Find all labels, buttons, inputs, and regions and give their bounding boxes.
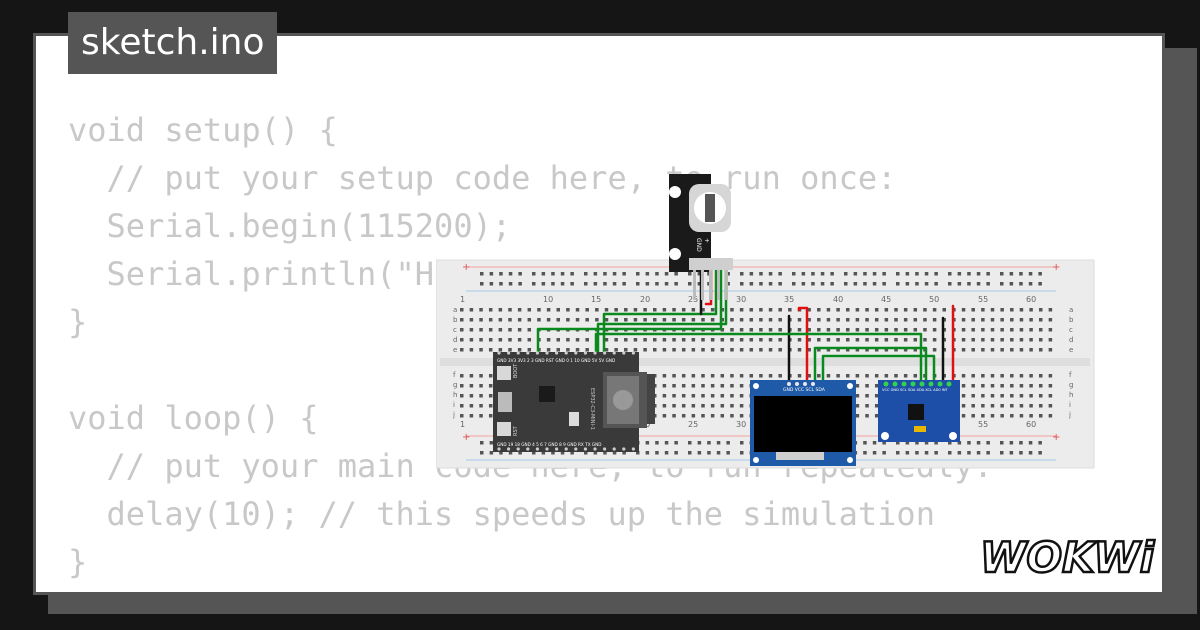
column-number: 55: [978, 420, 988, 429]
column-number: 30: [736, 295, 746, 304]
row-letter: e: [453, 346, 457, 354]
column-number: 55: [978, 295, 988, 304]
code-line: }: [68, 543, 88, 581]
oled-pin-labels: GND VCC SCL SDA: [783, 387, 826, 393]
encoder-pin-label: DT: [719, 238, 726, 247]
encoder-pin-label: SW: [711, 238, 718, 248]
row-letter: a: [1069, 306, 1073, 314]
column-number: 50: [929, 295, 939, 304]
row-letters: a b c d e a b c d e f g h i j f g h i j: [452, 306, 1074, 419]
code-line: void setup() {: [68, 111, 338, 149]
column-number: 60: [1026, 295, 1036, 304]
rst-label: RST: [513, 425, 519, 436]
oled-display[interactable]: GND VCC SCL SDA: [750, 380, 856, 466]
rail-plus-label: +: [462, 262, 470, 273]
esp32-pins: [497, 351, 635, 451]
row-letter: g: [453, 381, 457, 389]
column-number: 15: [591, 295, 601, 304]
wires[interactable]: [536, 262, 955, 384]
row-letter: c: [1069, 326, 1073, 334]
rail-plus-label: +: [1052, 262, 1060, 273]
row-letter: f: [1069, 371, 1072, 379]
encoder-pin-label: +: [703, 238, 710, 243]
circuit-diagram: + + + + 1 10 15 20 25 30 35 40 45 50 55 …: [436, 174, 1095, 469]
row-letter: d: [1069, 336, 1073, 344]
column-number: 40: [833, 295, 843, 304]
code-line: void loop() {: [68, 399, 319, 437]
row-letter: j: [1068, 411, 1071, 419]
row-letter: g: [1069, 381, 1073, 389]
column-number: 45: [881, 295, 891, 304]
preview-card: void setup() { // put your setup code he…: [33, 33, 1165, 595]
imu-pin-labels: VCC GND SCL SDA XDA XCL AD0 INT: [882, 388, 949, 392]
column-number: 20: [640, 295, 650, 304]
row-letter: i: [453, 401, 455, 409]
row-letter: d: [453, 336, 457, 344]
column-number: 30: [736, 420, 746, 429]
wokwi-logo: WOKWi: [980, 532, 1156, 582]
imu-sensor[interactable]: VCC GND SCL SDA XDA XCL AD0 INT: [878, 380, 960, 442]
column-number: 10: [543, 295, 553, 304]
code-line: delay(10); // this speeds up the simulat…: [68, 495, 935, 533]
row-letter: j: [452, 411, 455, 419]
boot-label: BOOT: [513, 363, 519, 378]
esp32-c3-board[interactable]: ESP32-C3-MINI-1 BOOT RST GND 3V3 3V3 2 3…: [493, 351, 655, 452]
code-line: }: [68, 303, 88, 341]
esp32-chip-label: ESP32-C3-MINI-1: [589, 388, 595, 430]
column-number: 35: [784, 295, 794, 304]
encoder-pin-label: CLK: [727, 238, 734, 251]
row-letter: a: [453, 306, 457, 314]
row-letter: b: [1069, 316, 1074, 324]
wokwi-logo-text: WOKWi: [980, 533, 1155, 582]
column-number: 1: [460, 420, 465, 429]
rotary-encoder[interactable]: CLK DT SW + GND: [669, 174, 734, 300]
encoder-pin-label: GND: [695, 238, 702, 252]
column-number: 25: [688, 420, 698, 429]
column-number: 60: [1026, 420, 1036, 429]
rail-holes: [480, 272, 1042, 455]
rail-plus-label: +: [1052, 432, 1060, 443]
row-letter: h: [453, 391, 457, 399]
esp32-bottom-pin-labels: GND 19 18 GND 4 5 6 7 GND 8 9 GND RX TX …: [497, 442, 602, 447]
code-line: // put your setup code here, to run once…: [68, 159, 897, 197]
file-tab[interactable]: sketch.ino: [68, 12, 278, 74]
column-number: 1: [460, 295, 465, 304]
esp32-top-pin-labels: GND 3V3 3V3 2 3 GND RST GND 0 1 10 GND 5…: [497, 358, 615, 363]
row-letter: c: [453, 326, 457, 334]
row-letter: i: [1069, 401, 1071, 409]
row-letter: f: [453, 371, 456, 379]
row-letter: b: [453, 316, 458, 324]
code-line: Serial.begin(115200);: [68, 207, 512, 245]
row-letter: h: [1069, 391, 1073, 399]
rail-plus-label: +: [462, 432, 470, 443]
row-letter: e: [1069, 346, 1073, 354]
